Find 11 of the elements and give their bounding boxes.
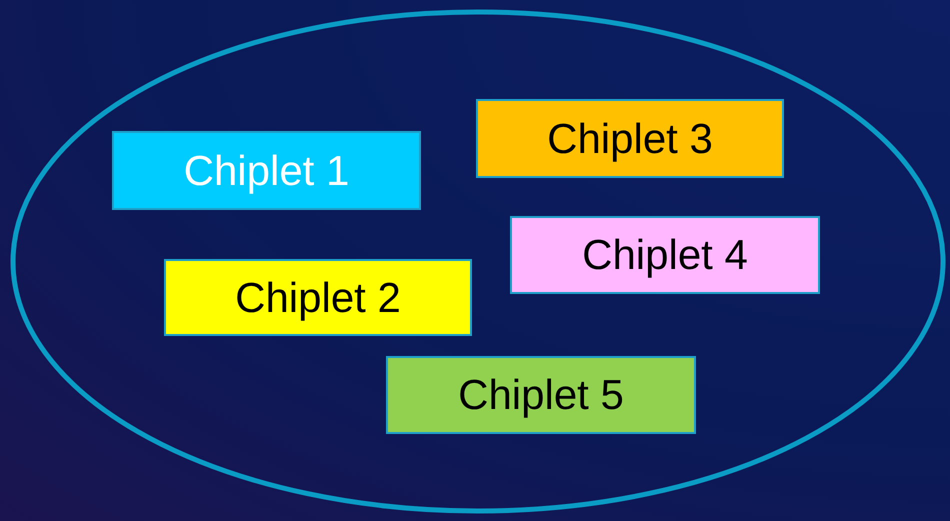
chiplet-box	[510, 216, 820, 294]
chiplet-label: Chiplet 1	[184, 150, 350, 192]
chiplet-box	[476, 99, 784, 178]
chiplet-box	[112, 131, 421, 210]
chiplet-label: Chiplet 4	[582, 234, 748, 276]
chiplet-box	[164, 259, 472, 336]
chiplet-label: Chiplet 5	[458, 374, 624, 416]
chiplet-label: Chiplet 3	[547, 118, 713, 160]
chiplet-label: Chiplet 2	[235, 276, 401, 318]
enclosing-ellipse	[10, 9, 946, 514]
chiplet-box	[386, 356, 696, 434]
